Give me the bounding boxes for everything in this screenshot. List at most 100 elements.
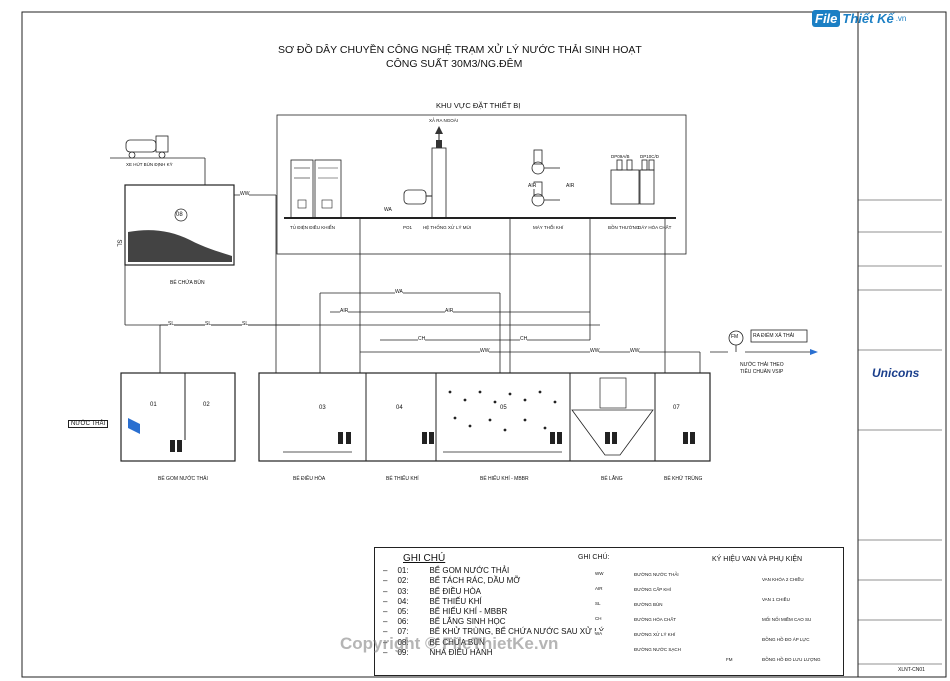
valve-legend-item: MỐI NỐI MIỀM CAO SU [762,617,812,622]
cabinet-label: TỦ ĐIỆN ĐIỀU KHIỂN [290,225,336,230]
pipe-tag-air-4: AIR [445,308,454,314]
discharge-standard-label: NƯỚC THẢI THEO TIÊU CHUẨN VSIP [740,362,784,375]
tank-number-02: 02 [203,402,210,408]
collection-tank [120,372,236,462]
equipment-area-label: KHU VỰC ĐẶT THIẾT BỊ [436,101,521,110]
settling-tank-label: BỂ LẮNG [601,476,623,482]
chem-tank-label: BỒN THƯỜNG [608,225,640,230]
pipe-tag-air-1: AIR [528,183,537,189]
sludge-truck [110,135,205,159]
dp09-label: DP09A/B [611,154,630,159]
pipe-tag-wa-1: WA [384,207,392,213]
pipe-tag-ww-3: WW [590,348,600,354]
pipe-legend-code: CH [595,616,602,621]
pipe-legend-text: ĐƯỜNG HÓA CHẤT [634,617,676,622]
note-item: – 07:BỂ KHỬ TRÙNG, BỂ CHỨA NƯỚC SAU XỬ L… [383,627,604,637]
pipe-tag-ww-1: WW [240,191,250,197]
chem-tank-1 [610,169,640,205]
pipe-legend-text: ĐƯỜNG BÙN [634,602,663,607]
pipe-tag-sl-1: SL [168,321,175,327]
diagram-title: SƠ ĐỒ DÂY CHUYỀN CÔNG NGHỆ TRẠM XỬ LÝ NƯ… [278,44,642,56]
pipe-legend-code: AIR [595,586,603,591]
valve-legend-item: ĐỒNG HỒ ĐO LƯU LƯỢNG [762,657,821,662]
pipe-tag-air-3: AIR [340,308,349,314]
pipe-tag-air-2: AIR [566,183,575,189]
dp10-label: DP10C/D [640,154,660,159]
logo-domain: .vn [895,14,907,23]
site-logo: File Thiết Kế .vn [812,10,906,27]
note-item: – 08:BỂ CHỨA BÙN [383,637,485,647]
aerobic-tank-label: BỂ HIẾU KHÍ - MBBR [480,476,529,482]
pipe-legend-text: ĐƯỜNG NƯỚC SẠCH [634,647,681,652]
sludge-tank [124,184,235,266]
note-item: – 01:BỂ GOM NƯỚC THẢI [383,566,510,576]
note-item: – 05:BỂ HIẾU KHÍ - MBBR [383,607,508,617]
tank-number-03: 03 [319,405,326,411]
control-cabinet-left [290,159,314,219]
settling-hopper [571,409,654,456]
disinfection-tank-label: BỂ KHỬ TRÙNG [664,476,703,482]
pipe-legend-code: SL [595,601,601,606]
pipe-legend-heading: GHI CHÚ: [578,554,610,561]
notes-list: GHI CHÚ – 01:BỂ GOM NƯỚC THẢI – 02:BỂ TÁ… [383,553,604,658]
logo-text: Thiết Kế [842,11,894,26]
pipe-legend-text: ĐƯỜNG XỬ LÝ KHÍ [634,632,676,637]
discharge-point-label: RA ĐIỂM XẢ THẢI [753,333,795,339]
logo-file: File [812,10,841,27]
pipe-tag-sl-3: SL [242,321,249,327]
valve-legend-item: ĐỒNG HỒ ĐO ÁP LỰC [762,637,810,642]
collection-tank-label: BỂ GOM NƯỚC THẢI [158,476,208,482]
title-block-brand: Unicons [872,366,920,380]
chem-pump-label: DÁY HÓA CHẤT [638,225,672,230]
tank-number-01: 01 [150,402,157,408]
atmosphere-label: XẢ RA NGOÀI [429,118,459,123]
pipe-tag-ch-2: CH [520,336,528,342]
fan-po1 [403,189,427,205]
pipe-tag-ww-4: WW [630,348,640,354]
valve-legend-heading: KÝ HIỆU VAN VÀ PHỤ KIỆN [712,556,803,563]
chem-tank-2 [639,169,655,205]
note-item: – 02:BỂ TÁCH RÁC, DẦU MỠ [383,576,521,586]
treatment-tanks [258,372,711,462]
tank-number-04: 04 [396,405,403,411]
pipe-tag-ch-1: CH [418,336,426,342]
note-item: – 09:NHÀ ĐIỀU HÀNH [383,647,493,657]
valve-legend-fm: FM [726,657,733,662]
tank-number-08: 08 [176,212,183,218]
diagram-subtitle: CÔNG SUẤT 30M3/NG.ĐÊM [386,58,523,70]
pipe-legend-text: ĐƯỜNG NƯỚC THẢI [634,572,679,577]
note-item: – 04:BỂ THIẾU KHÍ [383,596,482,606]
fan-label: PO1 [403,225,413,230]
sheet-frame [21,11,947,678]
pipe-tag-wa-2: WA [395,289,403,295]
note-item: – 06:BỂ LẮNG SINH HỌC [383,617,506,627]
anoxic-tank-label: BỂ THIẾU KHÍ [386,476,419,482]
odor-column [431,147,447,219]
inflow-label: NƯỚC THẢI [68,420,109,428]
watermark: Copyright © FileThietKe.vn [340,634,559,653]
valve-legend-item: VAN 1 CHIỀU [762,597,790,602]
blower-label: MÁY THỔI KHÍ [533,225,564,230]
notes-heading: GHI CHÚ [403,553,446,564]
inflow-marker [128,418,140,434]
equalization-tank-label: BỂ ĐIỀU HÒA [293,476,326,482]
legend-table: GHI CHÚ – 01:BỂ GOM NƯỚC THẢI – 02:BỂ TÁ… [374,547,844,676]
tank-number-05: 05 [500,405,507,411]
discharge-box [750,329,808,343]
sludge-tank-label: BỂ CHỨA BÙN [170,280,205,286]
valve-legend-item: VAN KHÓA 2 CHIỀU [762,577,804,582]
truck-label: XE HÚT BÙN ĐỊNH KỲ [126,162,173,167]
odor-system-label: HỆ THỐNG XỬ LÝ MÙI [423,225,472,230]
note-item: – 03:BỂ ĐIỀU HÒA [383,586,482,596]
pipe-legend-code: WW [595,571,604,576]
pipe-tag-sl-left: SL [115,239,122,247]
pipe-tag-ww-2: WW [480,348,490,354]
drawing-number: XLNT-CN01 [898,667,925,673]
equipment-area-box [276,114,687,255]
control-cabinet-right [314,159,342,219]
flow-meter-label: FM [731,334,739,340]
pipe-legend-code: WA [595,631,603,636]
pipe-legend-text: ĐƯỜNG CẤP KHÍ [634,587,671,592]
pipe-tag-sl-2: SL [205,321,212,327]
